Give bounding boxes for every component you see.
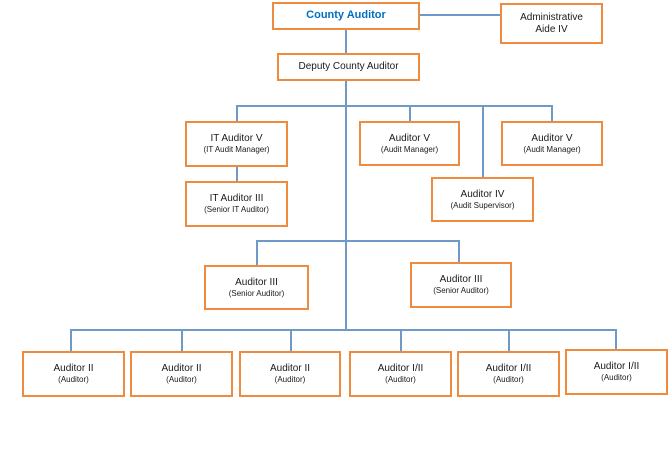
- connector-line: [181, 329, 183, 351]
- node-auditor-iv: Auditor IV (Audit Supervisor): [431, 177, 534, 222]
- node-subtitle: (Auditor): [385, 375, 416, 385]
- connector-line: [400, 329, 402, 351]
- connector-line: [409, 105, 411, 121]
- node-auditor-i-ii-1: Auditor I/II (Auditor): [349, 351, 452, 397]
- connector-line: [290, 329, 292, 351]
- node-subtitle: (Auditor): [493, 375, 524, 385]
- connector-line: [345, 30, 347, 53]
- node-title: Auditor III: [439, 274, 483, 286]
- node-subtitle: (Senior Auditor): [433, 286, 489, 296]
- node-title: Auditor V: [388, 132, 431, 144]
- node-subtitle: (Auditor): [166, 375, 197, 385]
- connector-line: [345, 105, 347, 329]
- node-title-line2: Aide IV: [535, 23, 568, 35]
- node-auditor-v-1: Auditor V (Audit Manager): [359, 121, 460, 166]
- connector-line: [256, 240, 258, 265]
- node-title: Auditor II: [161, 363, 202, 375]
- node-subtitle: (Audit Manager): [380, 144, 439, 154]
- connector-line: [508, 329, 510, 351]
- node-it-auditor-iii: IT Auditor III (Senior IT Auditor): [185, 181, 288, 227]
- node-administrative-aide-iv: Administrative Aide IV: [500, 3, 603, 44]
- node-title: Auditor I/II: [593, 361, 640, 373]
- node-title: Auditor I/II: [377, 363, 424, 375]
- node-title: IT Auditor V: [210, 133, 263, 145]
- node-subtitle: (Auditor): [58, 375, 89, 385]
- connector-line: [420, 14, 500, 16]
- node-title: Administrative: [520, 11, 583, 23]
- connector-line: [551, 105, 553, 121]
- node-auditor-ii-3: Auditor II (Auditor): [239, 351, 341, 397]
- connector-line: [458, 240, 460, 262]
- node-title: Auditor II: [269, 363, 311, 375]
- connector-line: [345, 81, 347, 105]
- node-title: Auditor V: [531, 132, 573, 144]
- node-county-auditor: County Auditor: [272, 2, 420, 30]
- node-title: Auditor II: [53, 363, 94, 375]
- node-auditor-v-2: Auditor V (Audit Manager): [501, 121, 603, 166]
- connector-line: [70, 329, 72, 351]
- node-auditor-i-ii-2: Auditor I/II (Auditor): [457, 351, 560, 397]
- connector-line: [236, 167, 238, 181]
- node-title: County Auditor: [306, 9, 386, 22]
- connector-line: [256, 240, 459, 242]
- node-subtitle: (Auditor): [601, 373, 632, 383]
- node-subtitle: (Audit Manager): [523, 144, 581, 154]
- node-auditor-iii-1: Auditor III (Senior Auditor): [204, 265, 309, 310]
- node-auditor-ii-1: Auditor II (Auditor): [22, 351, 125, 397]
- node-subtitle: (Senior IT Auditor): [204, 205, 269, 215]
- connector-line: [236, 105, 238, 121]
- node-it-auditor-v: IT Auditor V (IT Audit Manager): [185, 121, 288, 167]
- node-auditor-iii-2: Auditor III (Senior Auditor): [410, 262, 512, 308]
- node-subtitle: (Auditor): [274, 375, 306, 385]
- connector-line: [482, 105, 484, 177]
- node-auditor-ii-2: Auditor II (Auditor): [130, 351, 233, 397]
- connector-line: [615, 329, 617, 349]
- node-subtitle: (IT Audit Manager): [203, 145, 270, 155]
- node-title: IT Auditor III: [209, 193, 264, 205]
- node-subtitle: (Audit Supervisor): [450, 200, 515, 210]
- node-title: Auditor IV: [460, 188, 505, 200]
- node-title: Auditor III: [235, 276, 278, 288]
- node-auditor-i-ii-3: Auditor I/II (Auditor): [565, 349, 668, 395]
- node-subtitle: (Senior Auditor): [228, 288, 285, 298]
- node-title: Auditor I/II: [485, 363, 532, 375]
- node-deputy-county-auditor: Deputy County Auditor: [277, 53, 420, 81]
- connector-line: [70, 329, 616, 331]
- node-title: Deputy County Auditor: [298, 61, 399, 72]
- connector-line: [236, 105, 552, 107]
